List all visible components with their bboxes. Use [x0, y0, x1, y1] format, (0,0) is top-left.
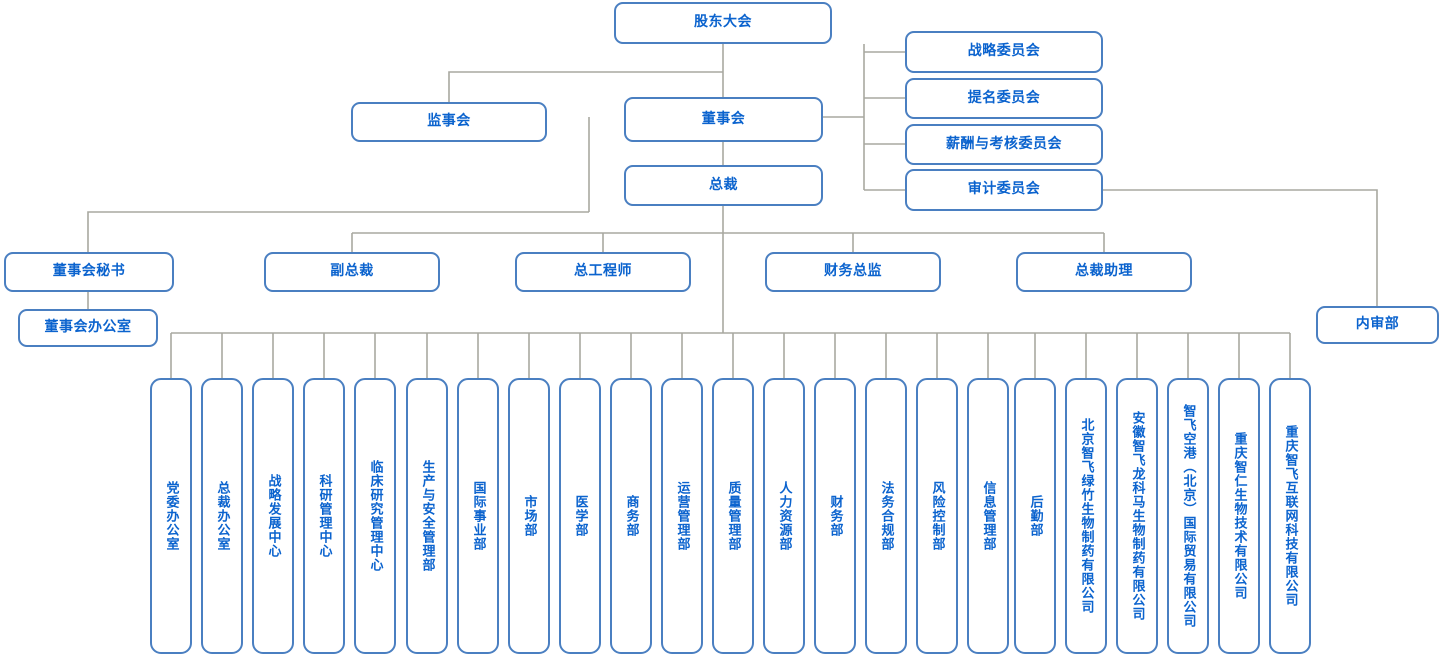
node-label: 重庆智仁生物技术有限公司	[1231, 432, 1247, 600]
node-label: 科研管理中心	[316, 474, 332, 558]
node-label: 战略委员会	[967, 43, 1041, 60]
node-cfo[interactable]: 财务总监	[765, 252, 941, 292]
node-department-party-committee-office[interactable]: 党委办公室	[150, 378, 192, 654]
node-label: 医学部	[572, 495, 588, 537]
node-label: 人力资源部	[776, 481, 792, 551]
node-president[interactable]: 总裁	[624, 165, 823, 206]
node-subsidiary-chongqing-zhiren[interactable]: 重庆智仁生物技术有限公司	[1218, 378, 1260, 654]
node-committee-audit[interactable]: 审计委员会	[905, 169, 1103, 211]
node-subsidiary-chongqing-zhifei-internet[interactable]: 重庆智飞互联网科技有限公司	[1269, 378, 1311, 654]
node-department-operations-management[interactable]: 运营管理部	[661, 378, 703, 654]
node-label: 总裁	[709, 176, 738, 193]
node-label: 国际事业部	[470, 481, 486, 551]
node-label: 财务部	[827, 495, 843, 537]
node-label: 风险控制部	[929, 481, 945, 551]
node-label: 财务总监	[824, 263, 882, 280]
node-department-logistics[interactable]: 后勤部	[1014, 378, 1056, 654]
node-label: 薪酬与考核委员会	[946, 135, 1062, 152]
node-board-secretary[interactable]: 董事会秘书	[4, 252, 174, 292]
node-label: 提名委员会	[967, 89, 1041, 106]
node-department-president-office[interactable]: 总裁办公室	[201, 378, 243, 654]
node-label: 总裁办公室	[214, 481, 230, 551]
node-label: 商务部	[623, 495, 639, 537]
node-department-human-resources[interactable]: 人力资源部	[763, 378, 805, 654]
node-label: 总工程师	[574, 263, 632, 280]
node-subsidiary-beijing-zhifei-lvzhu[interactable]: 北京智飞绿竹生物制药有限公司	[1065, 378, 1107, 654]
node-label: 内审部	[1355, 316, 1400, 333]
node-label: 战略发展中心	[265, 474, 281, 558]
node-internal-audit-department[interactable]: 内审部	[1316, 306, 1439, 344]
node-label: 股东大会	[694, 14, 752, 31]
node-subsidiary-anhui-zhifei-longcoma[interactable]: 安徽智飞龙科马生物制药有限公司	[1116, 378, 1158, 654]
node-committee-strategy[interactable]: 战略委员会	[905, 31, 1103, 73]
node-board-of-directors[interactable]: 董事会	[624, 97, 823, 142]
node-department-finance[interactable]: 财务部	[814, 378, 856, 654]
node-supervisory-board[interactable]: 监事会	[351, 102, 547, 142]
node-president-assistant[interactable]: 总裁助理	[1016, 252, 1192, 292]
node-department-risk-control[interactable]: 风险控制部	[916, 378, 958, 654]
node-label: 监事会	[427, 113, 471, 130]
node-label: 审计委员会	[967, 181, 1041, 198]
node-department-medical[interactable]: 医学部	[559, 378, 601, 654]
node-committee-remuneration[interactable]: 薪酬与考核委员会	[905, 124, 1103, 165]
node-label: 北京智飞绿竹生物制药有限公司	[1078, 418, 1094, 614]
node-department-research-management-center[interactable]: 科研管理中心	[303, 378, 345, 654]
node-department-production-safety-management[interactable]: 生产与安全管理部	[406, 378, 448, 654]
node-label: 生产与安全管理部	[419, 460, 435, 572]
node-subsidiary-zhifei-konggang-beijing[interactable]: 智飞空港（北京）国际贸易有限公司	[1167, 378, 1209, 654]
node-label: 市场部	[521, 495, 537, 537]
node-department-strategic-development-center[interactable]: 战略发展中心	[252, 378, 294, 654]
node-vice-president[interactable]: 副总裁	[264, 252, 440, 292]
node-department-information-management[interactable]: 信息管理部	[967, 378, 1009, 654]
node-label: 安徽智飞龙科马生物制药有限公司	[1129, 411, 1145, 621]
node-label: 质量管理部	[725, 481, 741, 551]
node-committee-nomination[interactable]: 提名委员会	[905, 78, 1103, 119]
node-department-international-business[interactable]: 国际事业部	[457, 378, 499, 654]
node-chief-engineer[interactable]: 总工程师	[515, 252, 691, 292]
node-label: 副总裁	[330, 263, 374, 280]
node-label: 智飞空港（北京）国际贸易有限公司	[1180, 404, 1196, 628]
node-department-business[interactable]: 商务部	[610, 378, 652, 654]
node-department-quality-management[interactable]: 质量管理部	[712, 378, 754, 654]
node-label: 总裁助理	[1075, 263, 1133, 280]
node-label: 临床研究管理中心	[367, 460, 383, 572]
node-label: 重庆智飞互联网科技有限公司	[1282, 425, 1298, 607]
node-label: 党委办公室	[163, 481, 179, 551]
node-department-clinical-research-management-center[interactable]: 临床研究管理中心	[354, 378, 396, 654]
node-board-office[interactable]: 董事会办公室	[18, 309, 158, 347]
node-label: 董事会办公室	[44, 319, 132, 336]
node-label: 运营管理部	[674, 481, 690, 551]
node-shareholders-meeting[interactable]: 股东大会	[614, 2, 832, 44]
node-label: 董事会秘书	[52, 263, 126, 280]
node-label: 董事会	[701, 110, 746, 127]
node-label: 信息管理部	[980, 481, 996, 551]
node-department-marketing[interactable]: 市场部	[508, 378, 550, 654]
node-label: 后勤部	[1027, 495, 1043, 537]
node-department-legal-compliance[interactable]: 法务合规部	[865, 378, 907, 654]
node-label: 法务合规部	[878, 481, 894, 551]
